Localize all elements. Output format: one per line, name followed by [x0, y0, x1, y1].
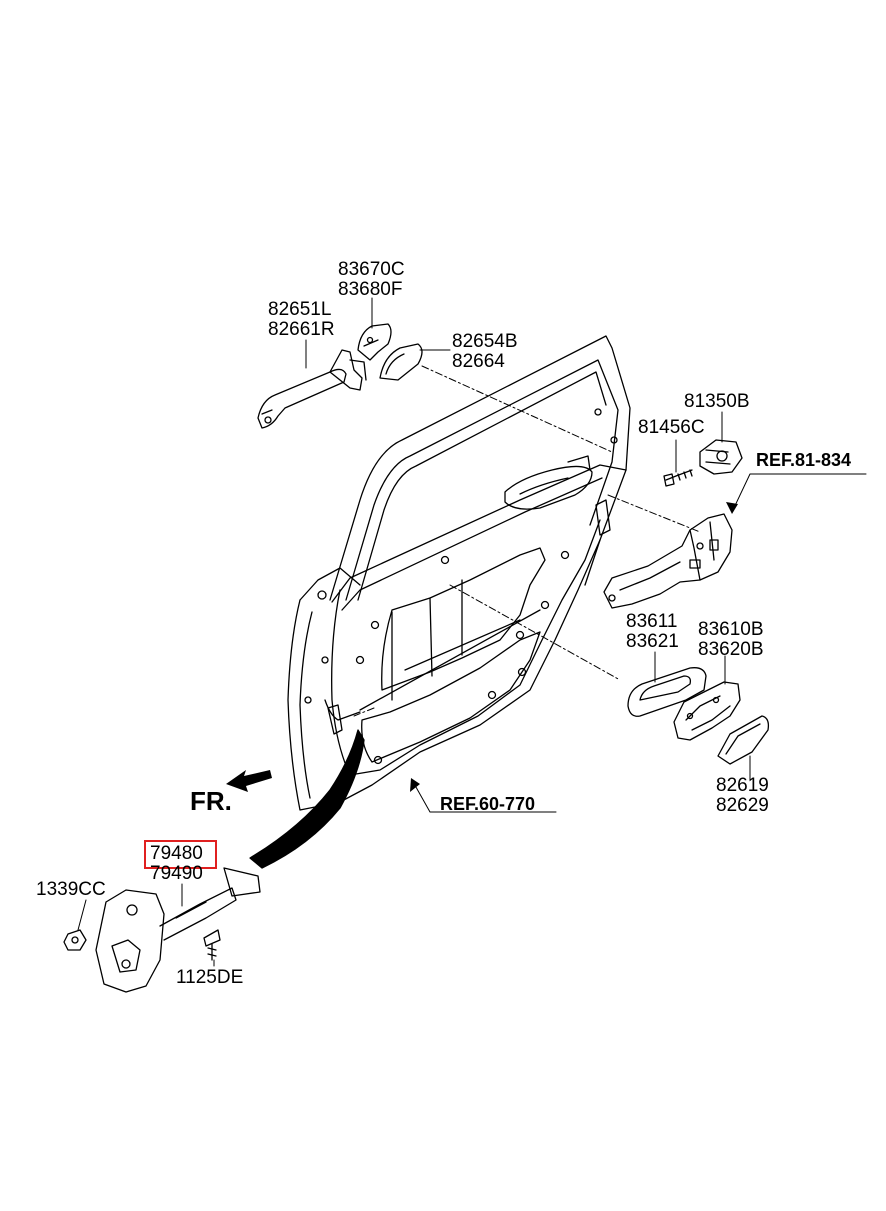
ref-arrow-icon [410, 778, 420, 792]
highlight-box [144, 840, 217, 869]
callout-83611[interactable]: 83611 83621 [626, 612, 679, 652]
part-number: 83620B [698, 639, 764, 660]
door-panel[interactable] [287, 335, 631, 811]
part-number: 83621 [626, 631, 679, 652]
part-number: 1125DE [176, 967, 244, 988]
part-number-highlighted: 79480 [150, 843, 203, 864]
callout-82651[interactable]: 82651L 82661R [268, 300, 335, 340]
part-number: 79490 [150, 863, 203, 884]
part-number: 83670C [338, 259, 405, 280]
callout-83610[interactable]: 83610B 83620B [698, 620, 764, 660]
callout-79480[interactable]: 79480 79490 [150, 844, 203, 884]
outside-bezel-part[interactable] [379, 343, 423, 381]
ref-60-770-link[interactable]: REF.60-770 [440, 794, 536, 814]
callout-1125de[interactable]: 1125DE [176, 968, 243, 988]
assembly-lines [353, 365, 701, 717]
callout-1339cc[interactable]: 1339CC [36, 880, 106, 900]
part-number: 82651L [268, 299, 332, 320]
part-number: 82619 [716, 775, 769, 796]
part-number: 83611 [626, 611, 678, 632]
inside-handle-cover-part[interactable] [717, 715, 770, 765]
part-number: 82629 [716, 795, 769, 816]
nut-1339cc[interactable] [63, 929, 87, 951]
callout-81350[interactable]: 81350B [684, 392, 750, 412]
callout-82654[interactable]: 82654B 82664 [452, 332, 518, 372]
door-check-part[interactable] [95, 729, 365, 993]
part-number: 1339CC [36, 879, 106, 900]
part-number: 81456C [638, 417, 705, 438]
inside-handle-bezel-part[interactable] [627, 667, 707, 717]
part-number: 83680F [338, 279, 403, 300]
part-number: 82661R [268, 319, 335, 340]
door-latch-mechanism[interactable] [603, 513, 733, 609]
inside-handle-part[interactable] [673, 681, 741, 741]
part-number: 81350B [684, 391, 750, 412]
ref-81-834-link[interactable]: REF.81-834 [756, 450, 852, 470]
callout-83670[interactable]: 83670C 83680F [338, 260, 405, 300]
leader-lines [77, 297, 867, 967]
callout-82619[interactable]: 82619 82629 [716, 776, 769, 816]
part-number: 82654B [452, 331, 518, 352]
front-arrow-icon [226, 770, 272, 792]
front-direction-label: FR. [190, 786, 232, 816]
part-number: 83610B [698, 619, 764, 640]
part-number: 82664 [452, 351, 505, 372]
outside-handle-part[interactable] [257, 349, 367, 429]
ref-arrow-icon [726, 502, 738, 514]
callout-81456[interactable]: 81456C [638, 418, 705, 438]
bolt-1125de[interactable] [203, 929, 221, 961]
handle-cover-part[interactable] [357, 323, 392, 361]
screw-81456c[interactable] [663, 469, 693, 487]
latch-cover-part[interactable] [699, 439, 743, 475]
